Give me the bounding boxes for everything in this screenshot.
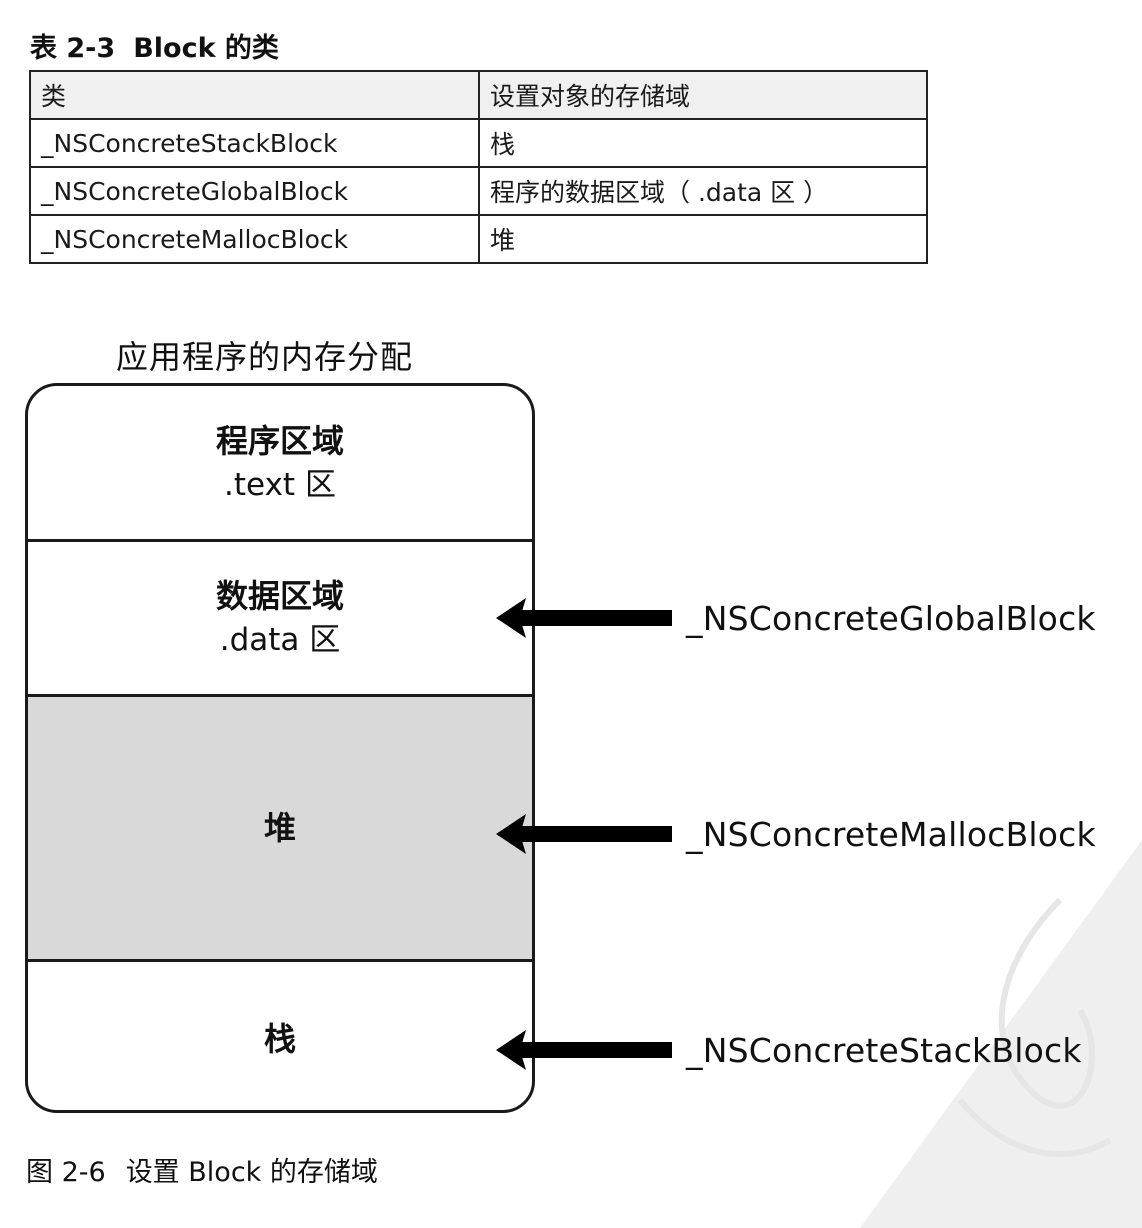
cell-class: _NSConcreteMallocBlock [29, 214, 480, 264]
arrow-left-icon [496, 1030, 672, 1070]
header-class: 类 [29, 70, 480, 120]
table-header-row: 类 设置对象的存储域 [29, 70, 928, 120]
arrow-left-icon [496, 598, 672, 638]
cell-storage: 堆 [478, 214, 928, 264]
pointer-malloc: _NSConcreteMallocBlock [496, 812, 1096, 856]
table-caption-number: 表 2-3 [30, 33, 116, 64]
figure-caption: 图 2-6 设置 Block 的存储域 [26, 1150, 378, 1189]
segment-data: 数据区域 .data 区 [28, 542, 532, 697]
pointer-stack: _NSConcreteStackBlock [496, 1028, 1082, 1072]
segment-text-name: 程序区域 [215, 421, 344, 460]
cell-storage: 程序的数据区域（ .data 区 ） [478, 166, 928, 216]
diagram-title: 应用程序的内存分配 [116, 338, 414, 376]
arrow-left-icon [496, 814, 672, 854]
segment-data-sub: .data 区 [219, 622, 341, 658]
segment-data-name: 数据区域 [215, 577, 344, 615]
segment-stack-name: 栈 [263, 1020, 296, 1058]
table-row: _NSConcreteStackBlock 栈 [29, 118, 928, 168]
cell-storage: 栈 [478, 118, 928, 168]
memory-layout-box: 程序区域 .text 区 数据区域 .data 区 堆 栈 [25, 383, 535, 1113]
segment-heap-name: 堆 [263, 809, 296, 847]
table-caption-title: Block 的类 [133, 33, 279, 64]
segment-stack: 栈 [28, 962, 532, 1110]
figure-caption-number: 图 2-6 [26, 1157, 106, 1188]
pointer-malloc-label: _NSConcreteMallocBlock [686, 814, 1096, 854]
pointer-global: _NSConcreteGlobalBlock [496, 596, 1096, 640]
header-storage: 设置对象的存储域 [478, 70, 928, 120]
table-row: _NSConcreteGlobalBlock 程序的数据区域（ .data 区 … [29, 166, 928, 216]
segment-heap: 堆 [28, 697, 532, 962]
cell-class: _NSConcreteGlobalBlock [29, 166, 480, 216]
table-caption: 表 2-3 Block 的类 [30, 26, 279, 65]
pointer-global-label: _NSConcreteGlobalBlock [686, 598, 1096, 638]
figure-caption-title: 设置 Block 的存储域 [125, 1157, 378, 1188]
cell-class: _NSConcreteStackBlock [29, 118, 480, 168]
table-row: _NSConcreteMallocBlock 堆 [29, 214, 928, 264]
block-class-table: 类 设置对象的存储域 _NSConcreteStackBlock 栈 _NSCo… [29, 70, 928, 264]
segment-text: 程序区域 .text 区 [28, 386, 532, 542]
pointer-stack-label: _NSConcreteStackBlock [686, 1030, 1082, 1070]
segment-text-sub: .text 区 [224, 466, 336, 503]
